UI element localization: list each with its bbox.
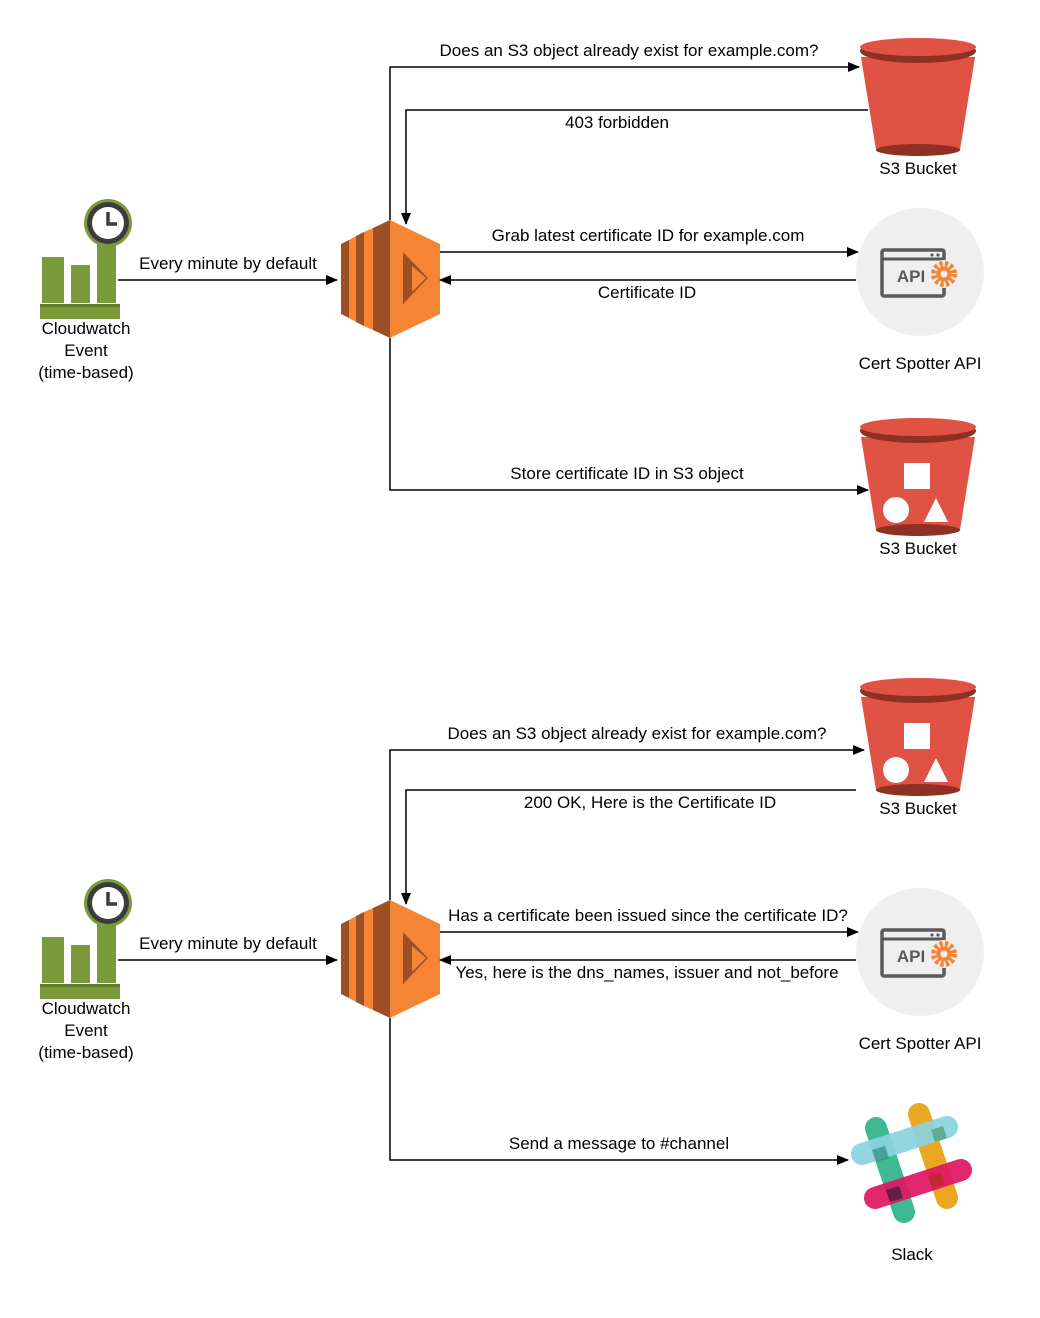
- slack-label: Slack: [891, 1245, 933, 1264]
- forbidden-arrow: [401, 109, 868, 225]
- cloudwatch-event-icon: [38, 197, 134, 321]
- cloudwatch-label-line-3: (time-based): [38, 363, 133, 382]
- cloudwatch-label-line-2: Event: [64, 1021, 108, 1040]
- check-s3-label: Does an S3 object already exist for exam…: [440, 41, 819, 60]
- yes-label: Yes, here is the dns_names, issuer and n…: [455, 963, 838, 982]
- cloudwatch-label-line-2: Event: [64, 341, 108, 360]
- check-s3-arrow: [389, 745, 865, 900]
- cloudwatch-label-line-1: Cloudwatch: [42, 319, 131, 338]
- cert-id-label: Certificate ID: [598, 283, 696, 302]
- lambda-icon: [341, 900, 440, 1018]
- trigger-label: Every minute by default: [139, 254, 317, 273]
- top-diagram: Cloudwatch Event (time-based) S3 Bucket …: [38, 38, 984, 558]
- cert-spotter-api-label: Cert Spotter API: [859, 354, 982, 373]
- ok-label: 200 OK, Here is the Certificate ID: [524, 793, 776, 812]
- s3-bucket-icon: [860, 38, 976, 156]
- send-arrow: [389, 1018, 849, 1165]
- api-icon-text: API: [897, 267, 925, 286]
- has-cert-label: Has a certificate been issued since the …: [448, 906, 848, 925]
- check-s3-label: Does an S3 object already exist for exam…: [448, 724, 827, 743]
- store-arrow: [389, 338, 869, 495]
- cloudwatch-event-icon: [38, 877, 134, 1001]
- cert-spotter-api-label: Cert Spotter API: [859, 1034, 982, 1053]
- slack-icon: [851, 1103, 972, 1223]
- api-icon-text: API: [897, 947, 925, 966]
- trigger-label: Every minute by default: [139, 934, 317, 953]
- grab-id-label: Grab latest certificate ID for example.c…: [492, 226, 805, 245]
- send-label: Send a message to #channel: [509, 1134, 729, 1153]
- check-s3-arrow: [389, 62, 860, 220]
- ok-arrow: [401, 789, 856, 905]
- s3-bucket-label: S3 Bucket: [879, 159, 957, 178]
- cloudwatch-label-line-3: (time-based): [38, 1043, 133, 1062]
- lambda-icon: [341, 220, 440, 338]
- store-label: Store certificate ID in S3 object: [510, 464, 744, 483]
- forbidden-label: 403 forbidden: [565, 113, 669, 132]
- bottom-diagram: Cloudwatch Event (time-based) S3 Bucket …: [38, 678, 984, 1264]
- s3-bucket-objects-icon: [860, 418, 976, 536]
- s3-bucket-label: S3 Bucket: [879, 799, 957, 818]
- s3-bucket-objects-icon: [860, 678, 976, 796]
- s3-bucket-label: S3 Bucket: [879, 539, 957, 558]
- cloudwatch-label-line-1: Cloudwatch: [42, 999, 131, 1018]
